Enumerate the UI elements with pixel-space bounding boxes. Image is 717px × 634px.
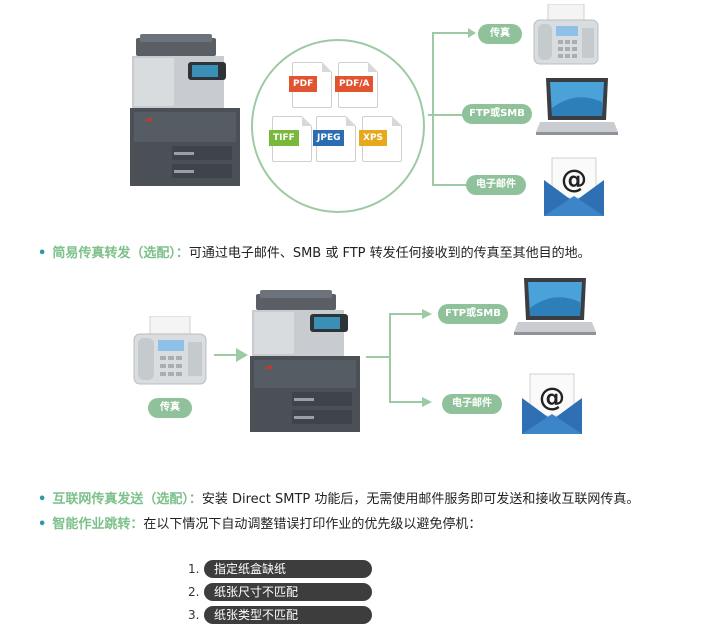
mfp-printer-icon	[250, 290, 360, 432]
svg-text:@: @	[561, 165, 587, 195]
xps-file-icon: XPS	[359, 116, 402, 162]
laptop-icon	[536, 78, 618, 135]
bullet-title: 智能作业跳转：	[52, 517, 144, 532]
svg-text:@: @	[539, 383, 565, 413]
bullet-dot-icon: •	[38, 517, 47, 532]
fax-machine-icon	[533, 4, 599, 65]
top-diagram: PDF PDF/A TIFF JPEG XPS 传真 FTP或SMB 电子邮件	[0, 0, 717, 225]
dest-fax-label: 传真	[478, 24, 522, 44]
bullet-fax-forwarding: • 简易传真转发（选配）：可通过电子邮件、SMB 或 FTP 转发任何接收到的传真…	[38, 242, 591, 261]
condition-label: 纸张类型不匹配	[204, 606, 372, 624]
source-fax-label: 传真	[148, 398, 192, 418]
dest-email-label: 电子邮件	[466, 175, 526, 195]
bottom-diagram: 传真 FTP或SMB 电子邮件 @	[0, 270, 717, 445]
condition-label: 指定纸盒缺纸	[204, 560, 372, 578]
tiff-file-icon: TIFF	[269, 116, 312, 162]
email-envelope-icon: @	[544, 157, 604, 216]
laptop-icon	[514, 278, 596, 335]
bullet-text: 在以下情况下自动调整错误打印作业的优先级以避免停机：	[143, 517, 482, 532]
bullet-smart-job-skip: • 智能作业跳转：在以下情况下自动调整错误打印作业的优先级以避免停机：	[38, 513, 481, 532]
bullet-internet-fax: • 互联网传真发送（选配）：安装 Direct SMTP 功能后，无需使用邮件服务…	[38, 488, 639, 507]
pdf-file-icon: PDF	[289, 62, 332, 108]
dest-ftp-smb-label: FTP或SMB	[438, 304, 508, 324]
fax-to-printer-arrow	[214, 348, 248, 362]
bullet-title: 简易传真转发（选配）：	[52, 246, 189, 261]
format-circle	[251, 39, 425, 213]
bullet-dot-icon: •	[38, 492, 47, 507]
bullet-title: 互联网传真发送（选配）：	[52, 492, 202, 507]
mfp-printer-icon	[130, 34, 240, 186]
dest-email-label: 电子邮件	[442, 394, 502, 414]
condition-item: 3.纸张类型不匹配	[188, 605, 372, 625]
condition-item: 1.指定纸盒缺纸	[188, 559, 372, 579]
source-fax-machine-icon	[133, 316, 207, 385]
bottom-arrows	[366, 309, 432, 407]
pdfa-file-icon: PDF/A	[335, 62, 378, 108]
bullet-text: 可通过电子邮件、SMB 或 FTP 转发任何接收到的传真至其他目的地。	[188, 246, 591, 261]
condition-label: 纸张尺寸不匹配	[204, 583, 372, 601]
bullet-dot-icon: •	[38, 246, 47, 261]
jpeg-file-icon: JPEG	[313, 116, 356, 162]
condition-item: 2.纸张尺寸不匹配	[188, 582, 372, 602]
dest-ftp-smb-label: FTP或SMB	[462, 104, 532, 124]
email-envelope-icon: @	[522, 373, 582, 434]
bullet-text: 安装 Direct SMTP 功能后，无需使用邮件服务即可发送和接收互联网传真。	[201, 492, 640, 507]
